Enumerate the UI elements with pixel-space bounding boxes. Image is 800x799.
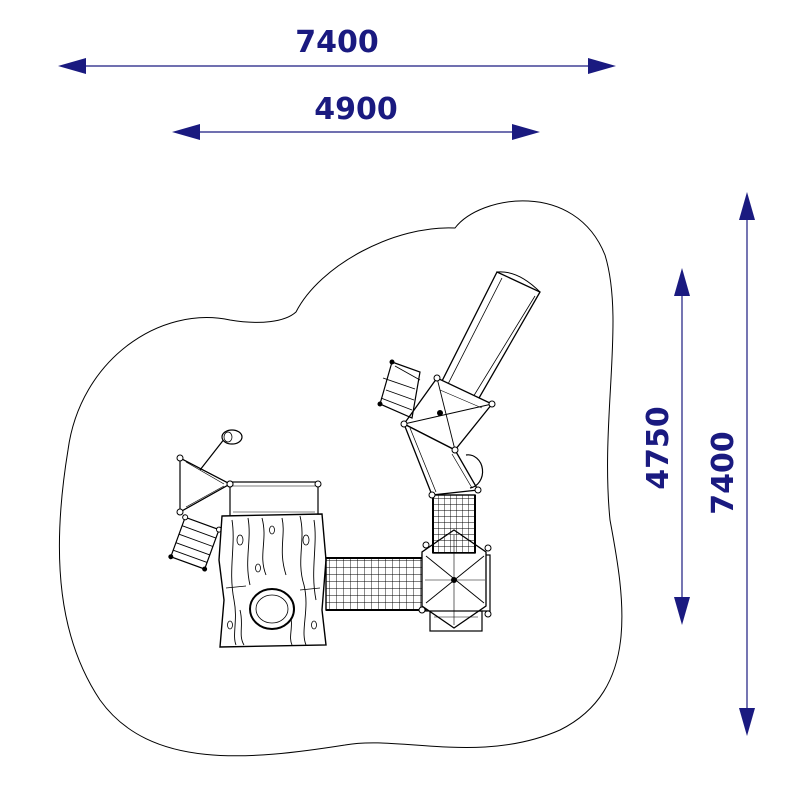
triangle-platform-left [179, 457, 232, 514]
dimension-label-right-inner: 4750 [641, 406, 676, 490]
left-tower-group [168, 429, 322, 572]
left-roof-panel [229, 481, 319, 517]
dimension-top-inner: 4900 [172, 92, 540, 140]
safety-zone-outline [58, 200, 623, 757]
dimension-top-overall: 7400 [58, 25, 616, 74]
right-lower-tower [418, 529, 492, 632]
bottom-step [429, 610, 483, 632]
log-tower [218, 513, 327, 648]
vertical-net-connector [432, 494, 476, 554]
dimension-label-top-inner: 4900 [314, 92, 398, 127]
dimension-right-inner: 4750 [641, 268, 690, 625]
slide [439, 271, 541, 406]
dimension-label-right-overall: 7400 [706, 431, 741, 515]
upper-tower [377, 271, 541, 499]
upper-ladder [377, 359, 421, 419]
net-bridge [325, 557, 427, 611]
left-ladder [168, 514, 223, 572]
dimension-right-overall: 7400 [706, 192, 755, 736]
dimension-label-top-overall: 7400 [295, 25, 379, 60]
